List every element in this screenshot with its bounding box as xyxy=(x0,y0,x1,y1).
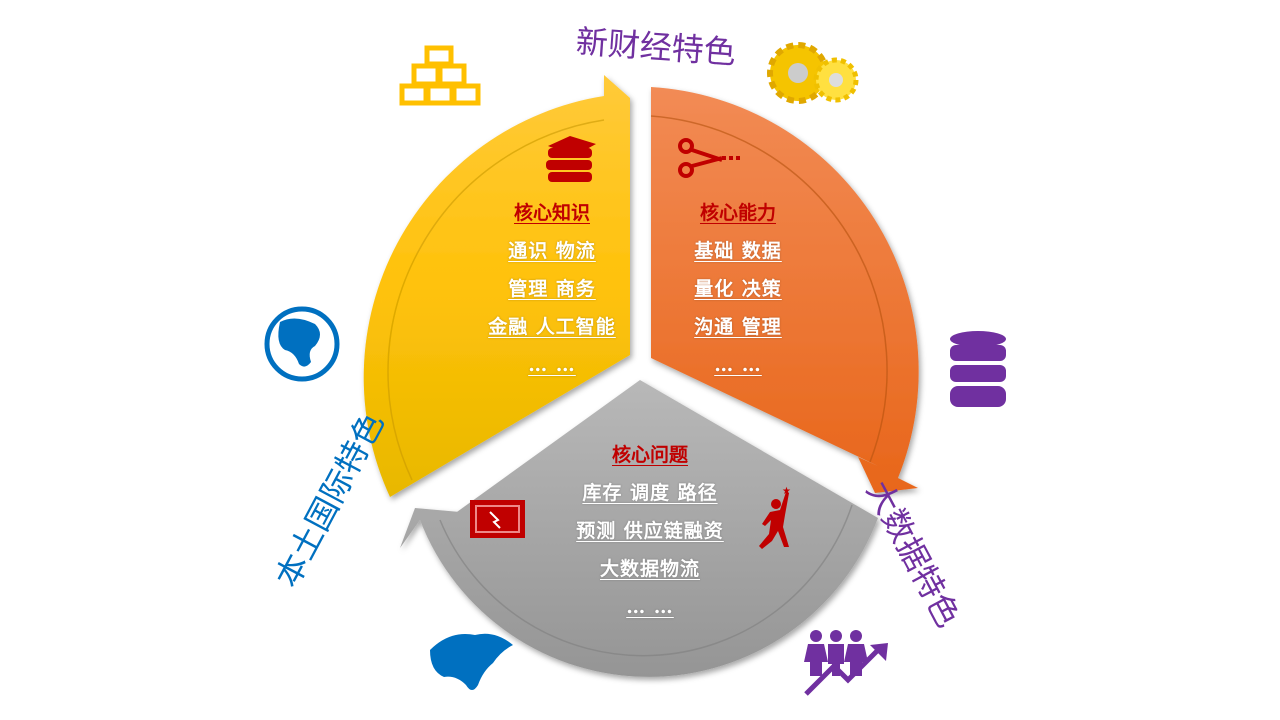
knowledge-item: … … xyxy=(528,354,576,376)
problem-item: 大数据物流 xyxy=(599,558,700,580)
ability-item: … … xyxy=(714,354,762,376)
gold-bars-icon xyxy=(399,45,481,106)
scissors-icon xyxy=(678,138,742,178)
asia-map-icon xyxy=(430,633,513,690)
problem-title: 核心问题 xyxy=(611,444,688,466)
svg-text:★: ★ xyxy=(782,486,791,497)
problem-item: … … xyxy=(626,596,674,618)
knowledge-item: 通识 物流 xyxy=(508,240,596,262)
knowledge-block: 核心知识 通识 物流 管理 商务 金融 人工智能 … … xyxy=(462,198,642,388)
knowledge-item: 金融 人工智能 xyxy=(488,316,616,338)
ability-item: 沟通 管理 xyxy=(694,316,782,338)
globe-icon xyxy=(264,306,340,382)
tablet-icon xyxy=(470,500,525,538)
ability-item: 量化 决策 xyxy=(694,278,782,300)
reaching-person-icon: ★ xyxy=(759,486,791,549)
ability-sector xyxy=(650,87,919,493)
gears-icon xyxy=(767,42,859,104)
problem-item: 预测 供应链融资 xyxy=(576,520,724,542)
knowledge-item: 管理 商务 xyxy=(508,278,596,300)
people-growth-icon xyxy=(804,630,888,696)
ability-block: 核心能力 基础 数据 量化 决策 沟通 管理 … … xyxy=(658,198,818,388)
problem-block: 核心问题 库存 调度 路径 预测 供应链融资 大数据物流 … … xyxy=(550,440,750,630)
database-icon xyxy=(950,331,1006,407)
problem-item: 库存 调度 路径 xyxy=(582,482,718,504)
knowledge-title: 核心知识 xyxy=(513,202,590,224)
ability-item: 基础 数据 xyxy=(694,240,782,262)
books-icon xyxy=(546,136,596,182)
problem-sector xyxy=(400,380,878,677)
ability-title: 核心能力 xyxy=(699,202,776,224)
